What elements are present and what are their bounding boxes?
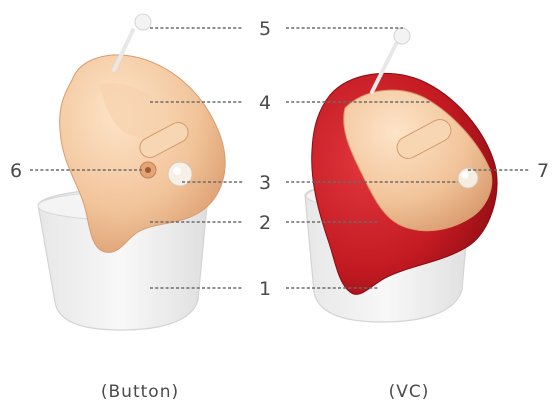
caption-button: (Button) xyxy=(101,382,179,402)
callout-3: 3 xyxy=(259,172,271,194)
left-hearing-aid xyxy=(38,14,225,330)
right-vc-wheel xyxy=(458,168,478,188)
caption-vc: (VC) xyxy=(389,382,430,402)
callout-1: 1 xyxy=(259,278,271,300)
callout-2: 2 xyxy=(259,212,271,234)
callout-6: 6 xyxy=(10,160,22,182)
callout-4: 4 xyxy=(259,92,271,114)
callout-7: 7 xyxy=(537,160,549,182)
right-hearing-aid xyxy=(305,28,497,322)
callout-5: 5 xyxy=(259,18,271,40)
